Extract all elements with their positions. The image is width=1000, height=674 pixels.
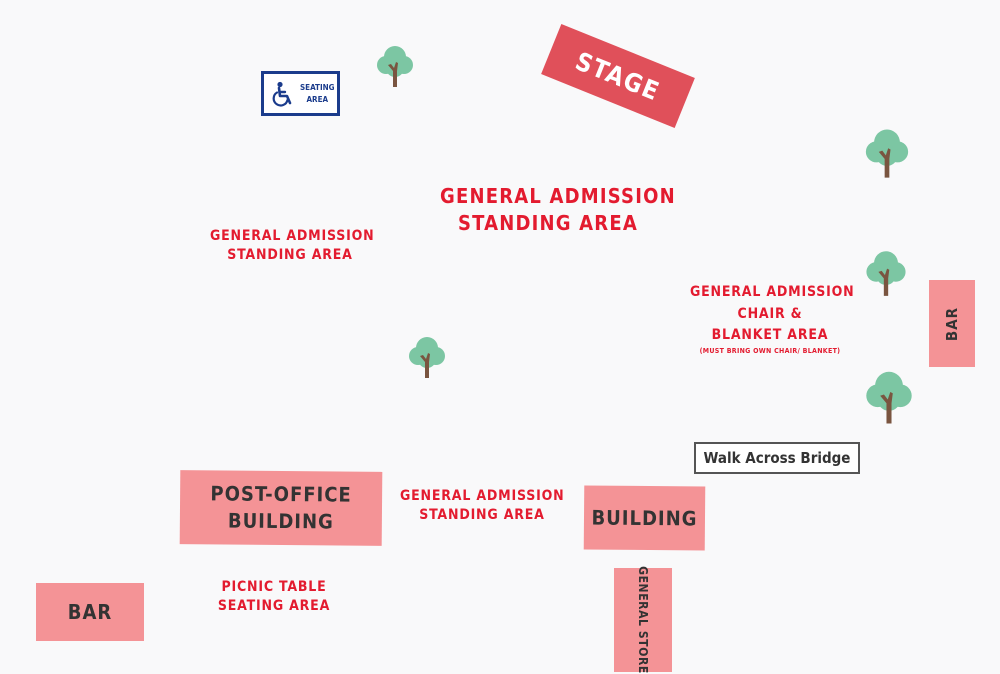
building-label: BUILDING — [591, 505, 698, 531]
zone-label-line: GENERAL ADMISSION — [400, 488, 565, 504]
stage-label: STAGE — [571, 46, 665, 106]
zone-label-line: STANDING AREA — [419, 506, 545, 523]
zone-label-line: GENERAL ADMISSION — [210, 228, 375, 244]
tree-icon — [866, 251, 906, 296]
seating-sign-text: SEATING AREA — [300, 82, 335, 106]
zone-label-line: STANDING AREA — [458, 211, 638, 235]
tree-icon — [409, 337, 445, 378]
bar-right-label: BAR — [943, 306, 961, 341]
stage: STAGE — [541, 23, 695, 129]
tree-icon — [377, 46, 413, 87]
tree-icon — [866, 371, 912, 424]
general-store-label: GENERAL STORE — [636, 566, 651, 674]
building-label-line: POST-OFFICE — [210, 481, 352, 507]
general-store: GENERAL STORE — [614, 566, 672, 674]
building-label-line: BUILDING — [227, 508, 334, 534]
seating-sign-line2: AREA — [306, 94, 329, 104]
zone-label-line: CHAIR & — [737, 305, 803, 322]
general-admission-bottom-zone: GENERAL ADMISSION STANDING AREA — [400, 487, 564, 525]
building: BUILDING — [583, 485, 706, 551]
post-office-building: POST-OFFICE BUILDING — [179, 470, 383, 546]
wheelchair-icon — [272, 81, 292, 106]
accessible-seating-sign: SEATING AREA — [261, 71, 340, 116]
zone-label-line: SEATING AREA — [217, 597, 331, 614]
seating-sign-line1: SEATING — [300, 82, 335, 92]
bar-right: BAR — [929, 280, 975, 367]
picnic-seating-zone: PICNIC TABLE SEATING AREA — [206, 578, 342, 616]
chair-blanket-zone: GENERAL ADMISSION CHAIR & BLANKET AREA (… — [690, 282, 855, 356]
zone-label-line: PICNIC TABLE — [221, 579, 327, 595]
general-admission-main-zone: GENERAL ADMISSION STANDING AREA — [440, 183, 676, 237]
general-admission-left-zone: GENERAL ADMISSION STANDING AREA — [210, 227, 375, 265]
bridge-label: Walk Across Bridge — [703, 449, 851, 467]
zone-label-line: BLANKET AREA — [711, 327, 829, 344]
bar-left-label: BAR — [67, 600, 113, 624]
bar-left: BAR — [36, 583, 144, 641]
tree-icon — [865, 129, 909, 178]
zone-label-line: STANDING AREA — [227, 246, 353, 263]
zone-label-line: GENERAL ADMISSION — [440, 184, 676, 208]
zone-note: (MUST BRING OWN CHAIR/ BLANKET) — [699, 347, 841, 356]
zone-label-line: GENERAL ADMISSION — [690, 284, 855, 300]
bridge-sign: Walk Across Bridge — [694, 442, 860, 474]
